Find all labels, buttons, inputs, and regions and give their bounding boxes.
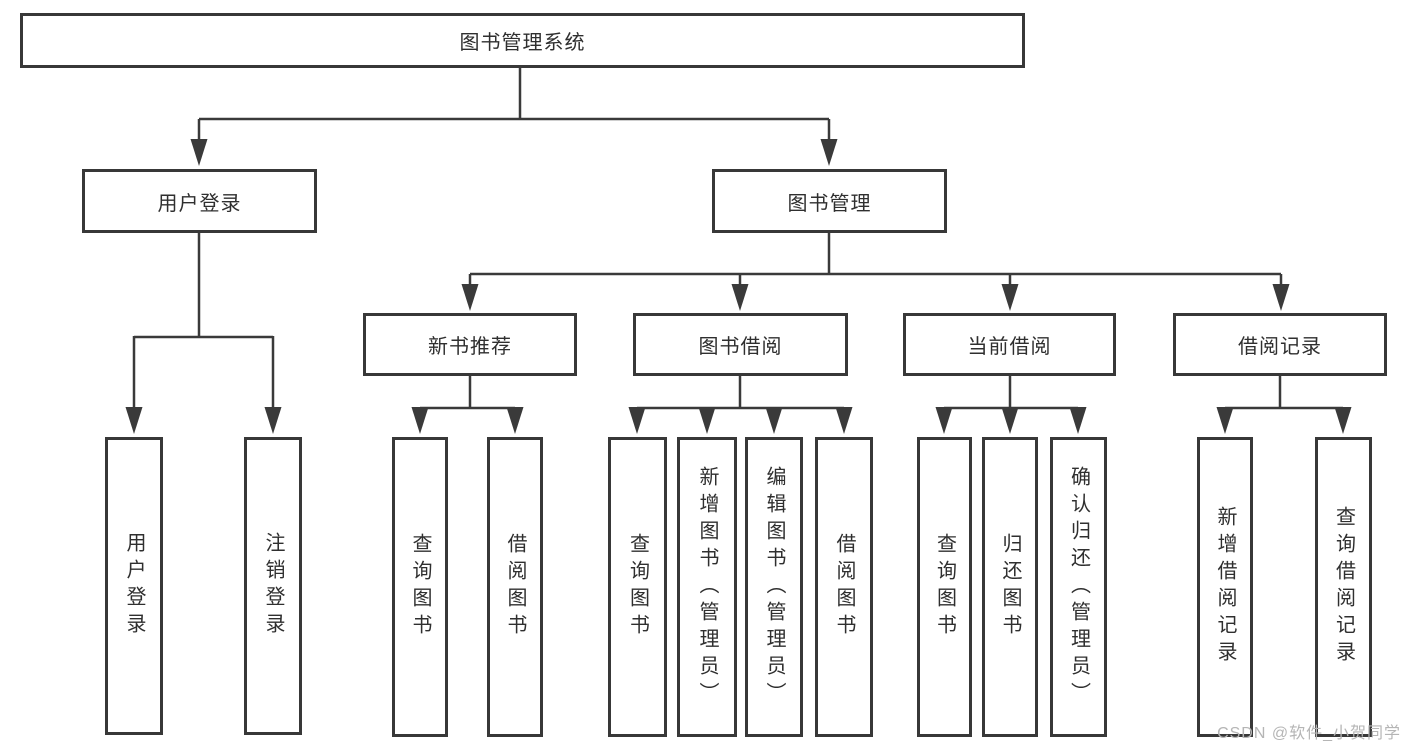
leaf-borrow-books-recommend: 借阅图书 <box>487 437 543 737</box>
leaf-query-books-borrow: 查询图书 <box>608 437 667 737</box>
node-user-login: 用户登录 <box>82 169 317 233</box>
node-current-borrow: 当前借阅 <box>903 313 1116 376</box>
node-borrow-records: 借阅记录 <box>1173 313 1387 376</box>
node-new-book-recommend: 新书推荐 <box>363 313 577 376</box>
leaf-add-borrow-record: 新增借阅记录 <box>1197 437 1253 737</box>
leaf-query-books-recommend: 查询图书 <box>392 437 448 737</box>
node-root: 图书管理系统 <box>20 13 1025 68</box>
leaf-return-books: 归还图书 <box>982 437 1038 737</box>
leaf-borrow-books: 借阅图书 <box>815 437 873 737</box>
leaf-add-books-admin: 新增图书（管理员） <box>677 437 737 737</box>
node-book-management: 图书管理 <box>712 169 947 233</box>
leaf-query-borrow-record: 查询借阅记录 <box>1315 437 1372 737</box>
leaf-logout: 注销登录 <box>244 437 302 735</box>
leaf-confirm-return-admin: 确认归还（管理员） <box>1050 437 1107 737</box>
node-book-borrow: 图书借阅 <box>633 313 848 376</box>
csdn-watermark: CSDN @软件_小贺同学 <box>1217 725 1401 742</box>
leaf-user-login: 用户登录 <box>105 437 163 735</box>
leaf-query-books-current: 查询图书 <box>917 437 972 737</box>
leaf-edit-books-admin: 编辑图书（管理员） <box>745 437 803 737</box>
